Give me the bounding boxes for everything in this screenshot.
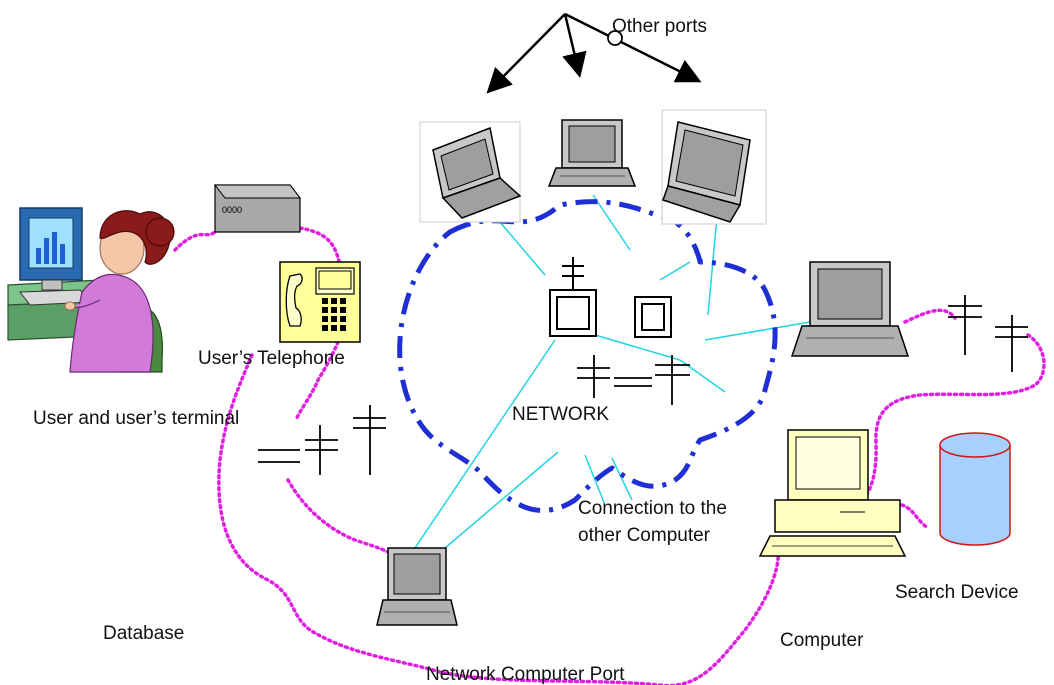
laptop-top-right	[661, 109, 767, 225]
connection-label-line2: other Computer	[578, 525, 711, 546]
pole-left	[258, 405, 386, 475]
magenta-links	[173, 226, 1046, 685]
phone-box: 0000	[213, 184, 302, 233]
search-device-label: Search Device	[895, 582, 1019, 603]
database-cylinder	[939, 432, 1011, 546]
other-ports-marker	[607, 30, 623, 46]
pole-right	[948, 295, 1028, 372]
user-terminal-label: User and user’s terminal	[33, 408, 239, 429]
network-cloud	[397, 199, 778, 513]
connection-label-line1: Connection to the	[578, 498, 727, 519]
cyan-links	[414, 194, 811, 549]
users-telephone	[279, 261, 361, 343]
database-label: Database	[103, 623, 184, 644]
desktop-computer	[758, 429, 907, 557]
network-switch-left	[549, 257, 597, 337]
laptop-right	[790, 261, 910, 357]
laptop-bottom-network-port	[376, 547, 458, 626]
user-and-terminal-illustration	[7, 207, 175, 373]
other-ports-label: Other ports	[612, 16, 707, 37]
network-label: NETWORK	[512, 404, 609, 425]
network-switch-right	[634, 296, 672, 338]
other-ports-arrows	[486, 12, 702, 94]
laptop-top-left	[419, 121, 522, 223]
laptop-top-center	[547, 119, 637, 187]
computer-label: Computer	[780, 630, 864, 651]
network-computer-port-label: Network Computer Port	[426, 664, 625, 685]
phone-box-label: 0000	[222, 205, 242, 215]
users-telephone-label: User’s Telephone	[198, 348, 345, 369]
pole-center	[577, 355, 690, 405]
